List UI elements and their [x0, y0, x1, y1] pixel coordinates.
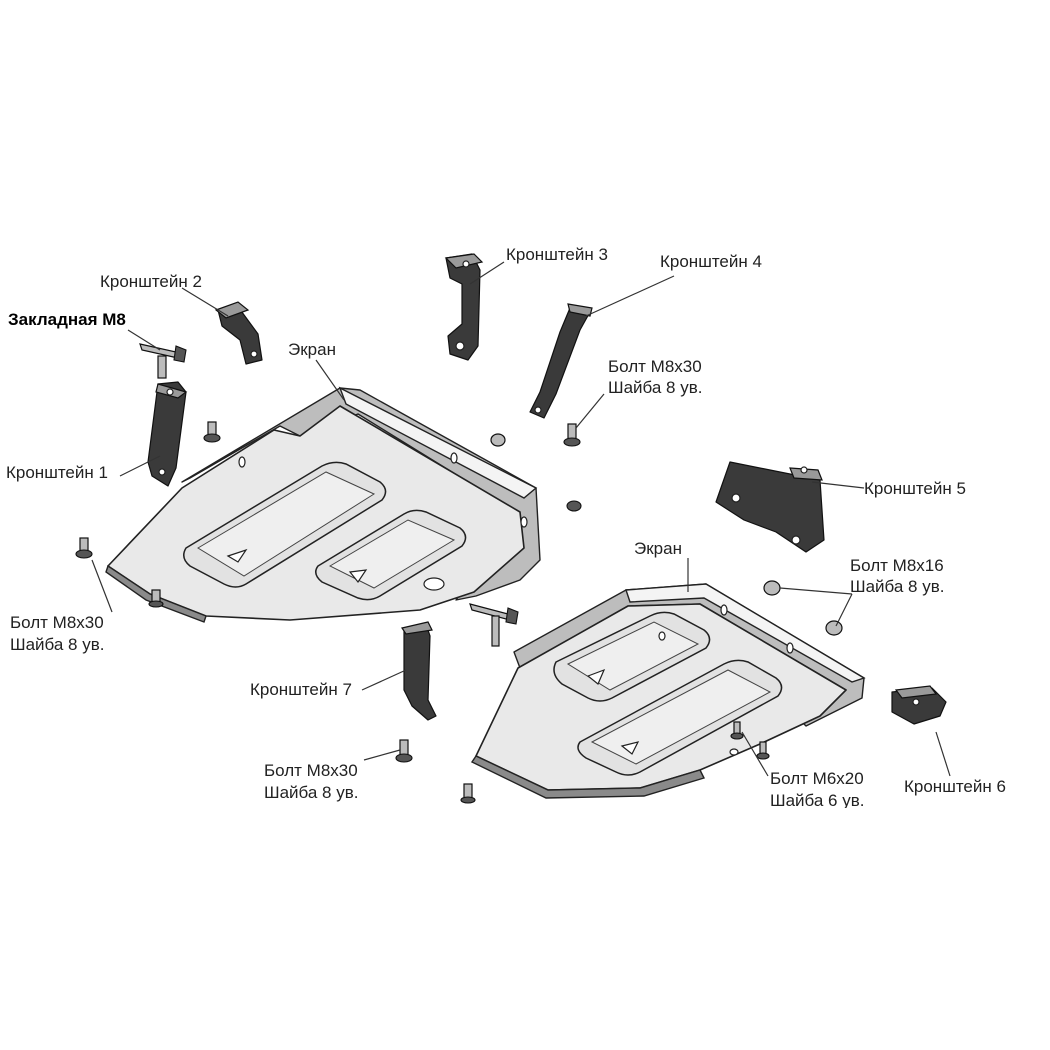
bracket-5 — [715, 461, 825, 553]
bolt-m8x30-icon — [395, 739, 413, 763]
label-washer-left: Шайба 8 ув. — [10, 635, 105, 654]
label-bracket-5: Кронштейн 5 — [864, 479, 966, 498]
bolt-m8x30-icon — [75, 537, 93, 559]
leader-lines — [91, 261, 951, 777]
label-bracket-4: Кронштейн 4 — [660, 252, 762, 271]
bracket-2 — [214, 301, 263, 365]
label-bolt-m8x30-left: Болт М8х30 — [10, 613, 104, 632]
bracket-3 — [444, 253, 484, 361]
direction-arrow-icon — [620, 741, 640, 755]
insert-pin-icon — [469, 603, 519, 647]
nut-icon — [566, 500, 582, 512]
label-bracket-7: Кронштейн 7 — [250, 680, 352, 699]
label-bracket-3: Кронштейн 3 — [506, 245, 608, 264]
bolt-m8x30-icon — [563, 423, 581, 447]
label-screen-2: Экран — [634, 539, 682, 558]
washer-icon — [490, 433, 506, 447]
label-washer-m6: Шайба 6 ув. — [770, 791, 865, 810]
label-bolt-m8x30-bottom: Болт М8х30 — [264, 761, 358, 780]
label-washer-m8x16: Шайба 8 ув. — [850, 577, 945, 596]
crop-mask — [760, 808, 900, 822]
label-washer-bottom: Шайба 8 ув. — [264, 783, 359, 802]
label-bolt-m6x20: Болт М6х20 — [770, 769, 864, 788]
label-bolt-m8x30-top: Болт М8х30 — [608, 357, 702, 376]
insert-m8 — [139, 343, 187, 379]
direction-arrow-icon — [226, 548, 248, 563]
bracket-7 — [401, 621, 437, 721]
label-bracket-2: Кронштейн 2 — [100, 272, 202, 291]
bolt-m8x16-icon — [825, 620, 843, 636]
bracket-6 — [891, 685, 947, 725]
bolt-m8x16-icon — [763, 580, 781, 596]
bracket-4 — [529, 303, 593, 419]
screen-plate-left — [105, 386, 541, 623]
bolt-m8x30-icon — [460, 783, 476, 804]
bolt-m8x30-icon — [148, 589, 164, 608]
label-insert-m8: Закладная М8 — [8, 310, 126, 329]
label-bolt-m8x16: Болт М8х16 — [850, 556, 944, 575]
label-screen-1: Экран — [288, 340, 336, 359]
bolt-m6x20-icon — [730, 721, 744, 740]
label-bracket-1: Кронштейн 1 — [6, 463, 108, 482]
bolt-m6x20-icon — [756, 741, 770, 760]
direction-arrow-icon — [586, 668, 606, 685]
direction-arrow-icon — [348, 569, 368, 584]
fasteners — [75, 421, 843, 804]
bracket-1 — [147, 381, 188, 487]
labels: Кронштейн 2 Закладная М8 Экран Кронштейн… — [6, 245, 1006, 810]
screen-plate-right — [470, 583, 866, 799]
label-bracket-6: Кронштейн 6 — [904, 777, 1006, 796]
label-washer-top: Шайба 8 ув. — [608, 378, 703, 397]
bolt-m8x30-icon — [203, 421, 221, 443]
